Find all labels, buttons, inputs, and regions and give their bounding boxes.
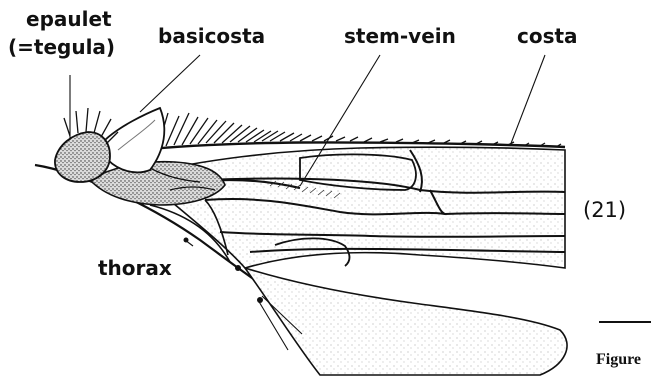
figure-number: (21) [583, 198, 626, 222]
wing-membrane [140, 147, 565, 268]
thorax-label: thorax [98, 257, 172, 279]
basicosta-leader [140, 55, 200, 112]
figure-caption-word: Figure [596, 351, 641, 369]
epaulet-shape [55, 132, 110, 182]
caption-rule [599, 321, 651, 323]
stem-vein-label: stem-vein [344, 25, 456, 47]
epaulet-label: epaulet [26, 8, 112, 30]
basicosta-label: basicosta [158, 25, 265, 47]
costa-label: costa [517, 25, 578, 47]
hinge-sclerites [90, 162, 225, 205]
lower-wing-lobe [245, 268, 567, 375]
tegula-label: (=tegula) [8, 36, 115, 58]
costa-leader [510, 55, 545, 146]
basicosta-shape [105, 108, 164, 172]
